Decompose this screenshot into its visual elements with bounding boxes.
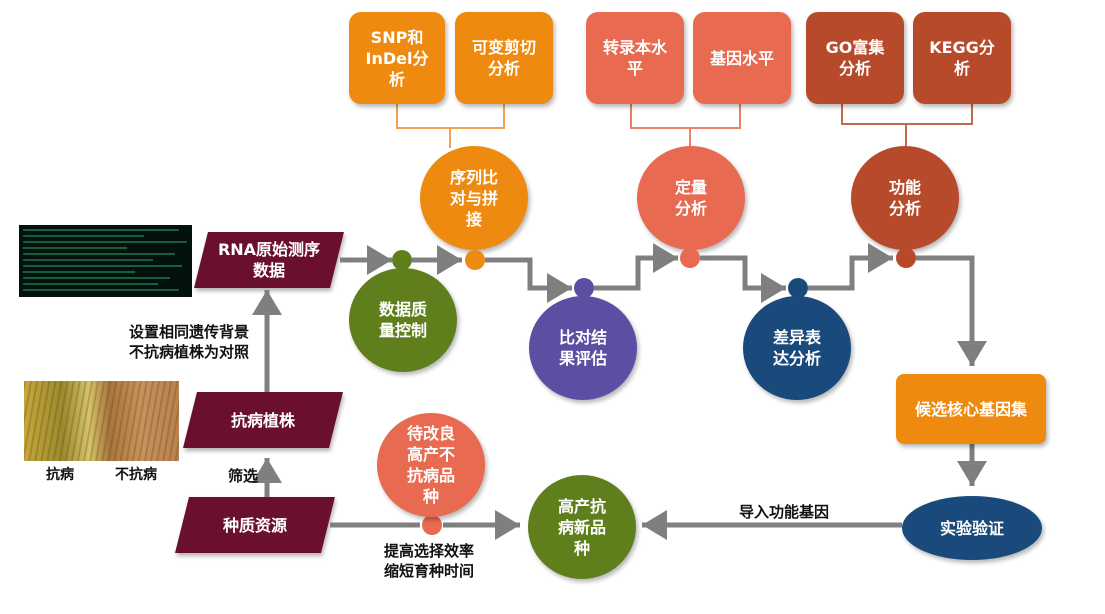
resistant-plants-box: 抗病植株 [190, 392, 336, 448]
quality-control-circle: 数据质 量控制 [349, 268, 457, 372]
rna-raw-data-label: RNA原始测序 数据 [217, 240, 321, 280]
control-group-label: 设置相同遗传背景 不抗病植株为对照 [129, 323, 250, 361]
candidate-gene-set-box: 候选核心基因集 [896, 374, 1046, 444]
non-resistant-tag: 不抗病 [115, 467, 157, 483]
rice-plants-photo [24, 381, 179, 461]
diff-node-dot [788, 278, 808, 298]
variety-to-improve-circle: 待改良 高产不 抗病品 种 [377, 413, 485, 517]
resistant-tag: 抗病 [46, 467, 74, 483]
snp-indel-box: SNP和 InDel分 析 [349, 12, 445, 104]
rna-raw-data-box: RNA原始测序 数据 [201, 232, 337, 288]
quant-node-dot [680, 248, 700, 268]
quantification-circle: 定量 分析 [637, 146, 745, 250]
improve-node-dot [422, 515, 442, 535]
functional-analysis-circle: 功能 分析 [851, 146, 959, 250]
qc-node-dot [392, 250, 412, 270]
new-resistant-variety-circle: 高产抗 病新品 种 [528, 475, 636, 579]
efficiency-label: 提高选择效率 缩短育种时间 [384, 542, 475, 580]
kegg-analysis-box: KEGG分 析 [913, 12, 1011, 104]
screening-label: 筛选 [228, 467, 259, 485]
bracket-alignment [396, 104, 505, 148]
bracket-function [841, 104, 973, 148]
bracket-quant [630, 104, 741, 148]
resistant-plants-label: 抗病植株 [230, 410, 295, 430]
transcript-level-box: 转录本水 平 [586, 12, 684, 104]
function-node-dot [896, 248, 916, 268]
alignment-assembly-circle: 序列比 对与拼 接 [420, 146, 528, 250]
alignment-evaluation-circle: 比对结 果评估 [529, 296, 637, 400]
sequencing-terminal-image [19, 225, 192, 297]
import-gene-label: 导入功能基因 [739, 503, 830, 521]
germplasm-resources-label: 种质资源 [222, 515, 287, 535]
experimental-validation-ellipse: 实验验证 [902, 496, 1042, 560]
alternative-splicing-box: 可变剪切 分析 [455, 12, 553, 104]
alignment-node-dot [465, 250, 485, 270]
germplasm-resources-box: 种质资源 [182, 497, 328, 553]
go-enrichment-box: GO富集 分析 [806, 12, 904, 104]
gene-level-box: 基因水平 [693, 12, 791, 104]
differential-expression-circle: 差异表 达分析 [743, 296, 851, 400]
eval-node-dot [574, 278, 594, 298]
